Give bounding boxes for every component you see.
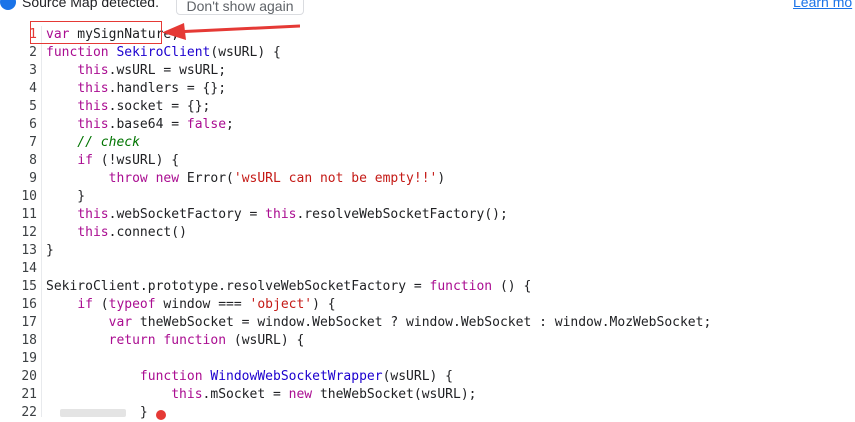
- line-number[interactable]: 10: [21, 189, 37, 204]
- code-text: this.base64 = false;: [77, 117, 234, 132]
- code-text: this.webSocketFactory = this.resolveWebS…: [77, 207, 508, 222]
- horizontal-scrollbar[interactable]: [60, 409, 126, 417]
- code-text: this.socket = {};: [77, 99, 211, 114]
- annotation-highlight-box: [30, 21, 162, 44]
- code-text: SekiroClient.prototype.resolveWebSocketF…: [46, 279, 532, 294]
- line-number[interactable]: 20: [21, 369, 37, 384]
- code-editor[interactable]: 1 var mySignNature; 2 function SekiroClient…: [0, 26, 855, 420]
- line-number[interactable]: 2: [29, 45, 37, 60]
- code-line: 14: [0, 260, 855, 278]
- line-number[interactable]: 8: [29, 153, 37, 168]
- annotation-arrow-icon: [162, 23, 300, 40]
- line-number[interactable]: 22: [21, 405, 37, 420]
- code-line: 10 }: [0, 188, 855, 206]
- code-line: 17 var theWebSocket = window.WebSocket ?…: [0, 314, 855, 332]
- line-number[interactable]: 9: [29, 171, 37, 186]
- line-number[interactable]: 18: [21, 333, 37, 348]
- code-text: throw new Error('wsURL can not be empty!…: [108, 171, 446, 186]
- info-icon: [0, 0, 16, 10]
- code-line: 9 throw new Error('wsURL can not be empt…: [0, 170, 855, 188]
- code-text: }: [139, 405, 148, 420]
- code-line: 18 return function (wsURL) {: [0, 332, 855, 350]
- code-text: if (!wsURL) {: [77, 153, 180, 168]
- line-number[interactable]: 11: [21, 207, 37, 222]
- dont-show-again-button[interactable]: Don't show again: [176, 0, 304, 15]
- line-number[interactable]: 6: [29, 117, 37, 132]
- code-line: 22 }: [0, 404, 855, 422]
- code-line: 3 this.wsURL = wsURL;: [0, 62, 855, 80]
- code-text: function SekiroClient(wsURL) {: [46, 45, 281, 60]
- code-line: 2 function SekiroClient(wsURL) {: [0, 44, 855, 62]
- code-line: 15 SekiroClient.prototype.resolveWebSocke…: [0, 278, 855, 296]
- line-number[interactable]: 5: [29, 99, 37, 114]
- line-number[interactable]: 21: [21, 387, 37, 402]
- code-line: 8 if (!wsURL) {: [0, 152, 855, 170]
- code-text: return function (wsURL) {: [108, 333, 305, 348]
- code-text: this.handlers = {};: [77, 81, 227, 96]
- code-text: this.wsURL = wsURL;: [77, 63, 227, 78]
- breakpoint-dot-icon: [156, 410, 166, 420]
- code-text: function WindowWebSocketWrapper(wsURL) {: [139, 369, 454, 384]
- line-number[interactable]: 14: [21, 261, 37, 276]
- source-map-infobar: Source Map detected. Don't show again Le…: [0, 0, 855, 18]
- code-line: 7 // check: [0, 134, 855, 152]
- line-number[interactable]: 15: [21, 279, 37, 294]
- code-line: 4 this.handlers = {};: [0, 80, 855, 98]
- code-text: this.mSocket = new theWebSocket(wsURL);: [171, 387, 477, 402]
- line-number[interactable]: 17: [21, 315, 37, 330]
- line-number[interactable]: 3: [29, 63, 37, 78]
- learn-more-link[interactable]: Learn mo: [793, 0, 853, 10]
- gutter-divider: [41, 26, 42, 417]
- code-text: }: [46, 189, 86, 204]
- code-line: 13}: [0, 242, 855, 260]
- code-line: 5 this.socket = {};: [0, 98, 855, 116]
- code-line: 12 this.connect(): [0, 224, 855, 242]
- code-line: 20 function WindowWebSocketWrapper(wsURL…: [0, 368, 855, 386]
- code-line: 1 var mySignNature;: [0, 26, 855, 44]
- code-text: var theWebSocket = window.WebSocket ? wi…: [108, 315, 712, 330]
- code-line: 16 if (typeof window === 'object') {: [0, 296, 855, 314]
- line-number[interactable]: 4: [29, 81, 37, 96]
- line-number[interactable]: 7: [29, 135, 37, 150]
- code-line: 11 this.webSocketFactory = this.resolveW…: [0, 206, 855, 224]
- code-text: }: [46, 243, 54, 258]
- line-number[interactable]: 12: [21, 225, 37, 240]
- code-text: // check: [46, 135, 140, 150]
- code-text: if (typeof window === 'object') {: [77, 297, 336, 312]
- code-line: 21 this.mSocket = new theWebSocket(wsURL…: [0, 386, 855, 404]
- code-text: var mySignNature;: [46, 27, 180, 42]
- code-line: 19: [0, 350, 855, 368]
- line-number[interactable]: 1: [29, 27, 37, 42]
- code-text: this.connect(): [77, 225, 187, 240]
- infobar-message: Source Map detected.: [22, 0, 159, 10]
- line-number[interactable]: 19: [21, 351, 37, 366]
- code-line: 6 this.base64 = false;: [0, 116, 855, 134]
- line-number[interactable]: 13: [21, 243, 37, 258]
- line-number[interactable]: 16: [21, 297, 37, 312]
